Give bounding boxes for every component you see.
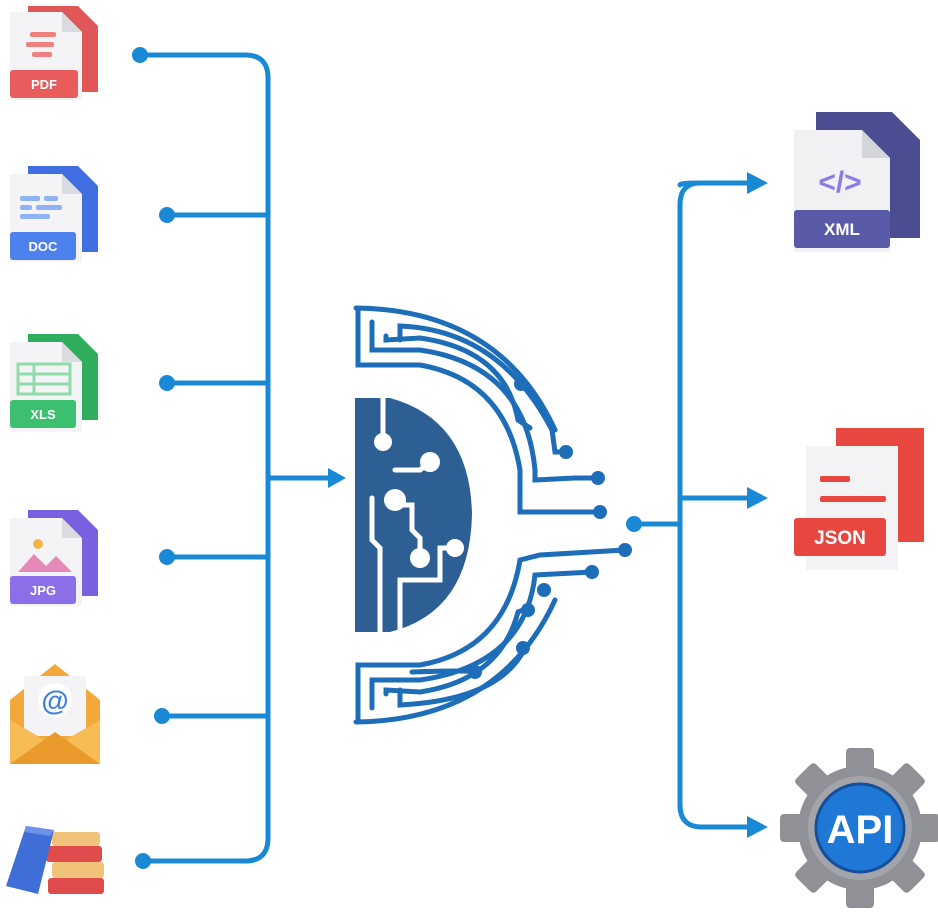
output-connectors [633, 180, 753, 830]
input-connector-dots [132, 47, 175, 869]
doc-label: DOC [29, 239, 59, 254]
at-symbol: @ [41, 685, 68, 716]
pdf-file-icon: PDF [10, 6, 98, 100]
json-label: JSON [814, 528, 866, 549]
email-envelope-icon: @ [10, 664, 100, 764]
xls-file-icon: XLS [10, 334, 98, 432]
api-gear-icon: API [780, 748, 938, 908]
xml-label: XML [824, 220, 860, 239]
books-stack-icon [6, 826, 104, 894]
ai-circuit-brain-icon [353, 305, 632, 725]
json-file-icon: JSON [794, 428, 924, 570]
output-connector-dot [626, 516, 642, 532]
api-label: API [827, 808, 894, 852]
doc-file-icon: DOC [10, 166, 98, 262]
pdf-label: PDF [31, 77, 57, 92]
arrow-to-processor-icon [328, 468, 346, 488]
xls-label: XLS [30, 407, 56, 422]
arrow-to-api-icon [747, 816, 768, 838]
arrow-to-json-icon [747, 487, 768, 509]
jpg-file-icon: JPG [10, 510, 98, 606]
input-connectors [137, 52, 333, 864]
arrow-to-xml-icon [747, 172, 768, 194]
jpg-label: JPG [30, 583, 56, 598]
xml-file-icon: </> XML [794, 112, 920, 252]
code-symbol: </> [818, 166, 861, 199]
